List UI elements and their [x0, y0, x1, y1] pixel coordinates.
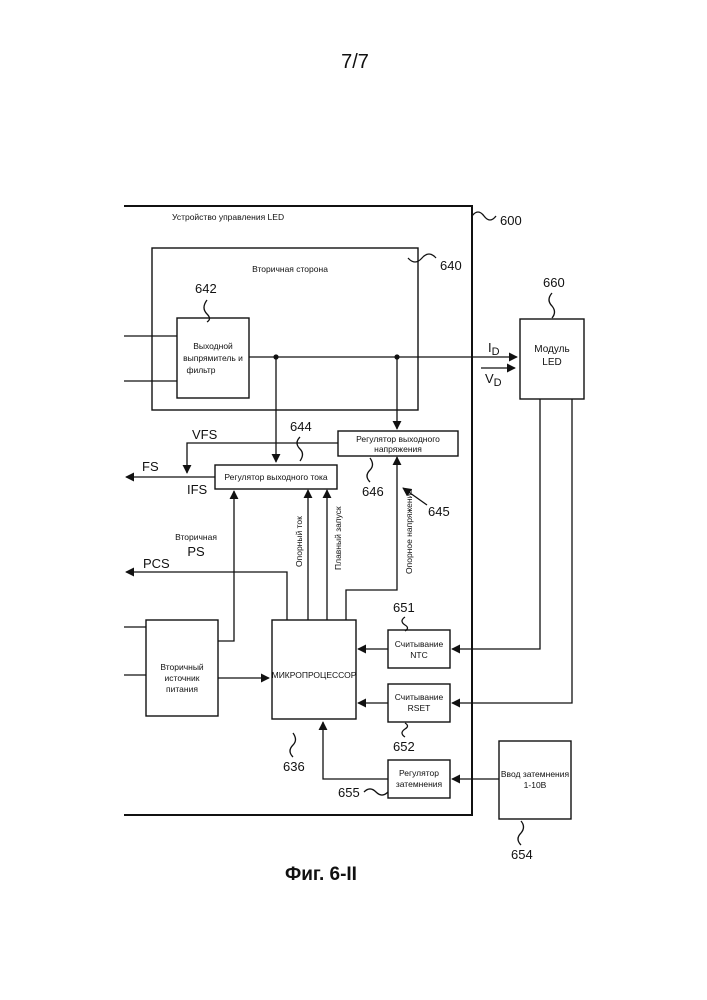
id-label: ID: [488, 340, 500, 358]
device-ref: 600: [500, 213, 522, 228]
rset-reader-ref: 652: [393, 739, 415, 754]
ifs-label: IFS: [187, 482, 208, 497]
ps-label: PS: [187, 544, 205, 559]
ref-voltage-label: Опорное напряжение: [404, 489, 414, 574]
ref-current-label: Опорный ток: [294, 516, 304, 567]
vd-label: VD: [485, 371, 502, 389]
current-regulator-ref-leader: [297, 437, 303, 461]
microprocessor-ref: 636: [283, 759, 305, 774]
secondary-ps-label: Вторичная: [175, 532, 217, 542]
rectifier-ref: 642: [195, 281, 217, 296]
rectifier-line3: фильтр: [186, 365, 215, 375]
led-module-ref: 660: [543, 275, 565, 290]
ntc-reader-line2: NTC: [410, 650, 427, 660]
dimming-to-mcu: [323, 722, 388, 779]
soft-start-label: Плавный запуск: [333, 506, 343, 570]
voltage-regulator-line1: Регулятор выходного: [356, 434, 440, 444]
led-module-line1: Модуль: [534, 344, 569, 355]
current-regulator-title: Регулятор выходного тока: [224, 472, 327, 482]
ntc-reader-ref-leader: [402, 617, 408, 631]
secondary-supply-line3: питания: [166, 684, 198, 694]
microprocessor-title: МИКРОПРОЦЕССОР: [272, 670, 357, 680]
secondary-side-ref: 640: [440, 258, 462, 273]
dimming-input-ref-leader: [518, 821, 524, 845]
secondary-supply-line1: Вторичный: [160, 662, 204, 672]
rectifier-line1: Выходной: [193, 341, 233, 351]
supply-to-current-regulator: [218, 491, 234, 641]
ntc-reader-ref: 651: [393, 600, 415, 615]
fs-label: FS: [142, 459, 159, 474]
page-number: 7/7: [341, 51, 369, 73]
rset-from-led: [452, 399, 572, 703]
rset-reader-line2: RSET: [408, 703, 431, 713]
rectifier-line2: выпрямитель и: [183, 353, 243, 363]
vfs-label: VFS: [192, 427, 218, 442]
dimming-regulator-ref-leader: [364, 789, 388, 795]
dimming-regulator-line1: Регулятор: [399, 768, 439, 778]
secondary-supply-line2: источник: [165, 673, 200, 683]
secondary-side-title: Вторичная сторона: [252, 264, 328, 274]
device-title: Устройство управления LED: [172, 212, 284, 222]
dimming-input-line1: Ввод затемнения: [501, 769, 570, 779]
dimming-regulator-line2: затемнения: [396, 779, 443, 789]
voltage-regulator-ref: 646: [362, 484, 384, 499]
dimming-input-ref: 654: [511, 847, 533, 862]
led-module-line2: LED: [542, 357, 561, 368]
microprocessor-ref-leader: [290, 733, 296, 757]
rset-reader-line1: Считывание: [395, 692, 444, 702]
pcs-line: [126, 572, 287, 620]
device-ref-leader: [472, 212, 496, 220]
voltage-regulator-ref-leader: [367, 458, 373, 482]
current-regulator-ref: 644: [290, 419, 312, 434]
dimming-input-line2: 1-10В: [524, 780, 547, 790]
ntc-reader-line1: Считывание: [395, 639, 444, 649]
ntc-reader-block: [388, 630, 450, 668]
figure-caption: Фиг. 6-II: [285, 864, 357, 885]
control-group-ref: 645: [428, 504, 450, 519]
ntc-from-led: [452, 399, 540, 649]
led-module-ref-leader: [549, 293, 555, 318]
dimming-regulator-ref: 655: [338, 785, 360, 800]
ref-voltage-line: [346, 457, 397, 620]
voltage-regulator-line2: напряжения: [374, 444, 422, 454]
rset-reader-ref-leader: [402, 723, 408, 737]
pcs-label: PCS: [143, 556, 170, 571]
